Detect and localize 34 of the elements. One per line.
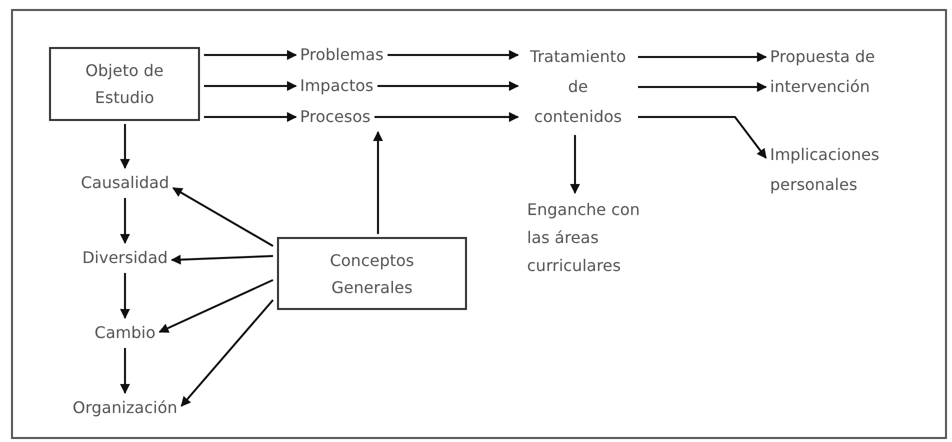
arrow — [377, 81, 519, 91]
arrow — [638, 82, 767, 92]
concept-label: Tratamiento de contenidos — [522, 42, 634, 132]
concept-label: Causalidad — [80, 171, 170, 195]
arrow — [374, 112, 519, 122]
arrow — [180, 299, 274, 407]
arrow — [120, 273, 130, 319]
arrow — [172, 187, 274, 247]
concept-label: Problemas — [300, 43, 384, 67]
concept-label: Cambio — [94, 321, 156, 345]
concept-label: Organización — [72, 396, 178, 420]
box-text: Objeto de Estudio — [84, 60, 165, 109]
arrow — [638, 52, 767, 62]
arrow — [204, 112, 297, 122]
arrow — [204, 81, 297, 91]
box-text: Conceptos Generales — [328, 250, 416, 298]
arrow — [373, 131, 383, 234]
concept-label: Enganche con las áreas curriculares — [527, 196, 655, 280]
process-box — [277, 237, 467, 310]
arrow — [638, 116, 767, 159]
concept-label: Impactos — [300, 74, 374, 98]
arrow — [170, 254, 274, 265]
arrow — [120, 348, 130, 394]
concept-label: Propuesta de intervención — [770, 42, 900, 102]
concept-label: Implicaciones personales — [770, 140, 898, 200]
arrow — [120, 198, 130, 244]
arrow — [158, 279, 274, 333]
arrow — [388, 50, 519, 60]
concept-label: Diversidad — [82, 246, 168, 270]
arrow — [570, 135, 580, 194]
arrow — [120, 124, 130, 169]
concept-label: Procesos — [300, 105, 370, 129]
process-box — [49, 47, 200, 121]
arrow — [204, 50, 297, 60]
